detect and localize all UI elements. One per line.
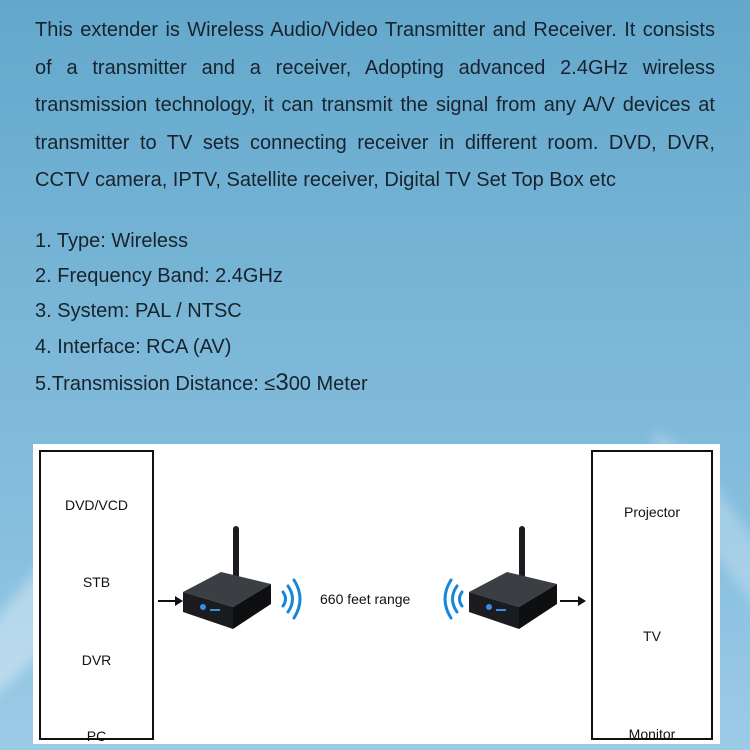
output-label-projector: Projector [623, 504, 681, 520]
spec-number: 3. [35, 300, 52, 323]
source-devices-panel: DVD/VCD STB DVR PC [39, 450, 154, 744]
wireless-signal-icon [281, 578, 302, 620]
spec-number: 5. [35, 372, 52, 395]
source-label-dvd: DVD/VCD [64, 497, 128, 513]
connection-diagram: DVD/VCD STB DVR PC Projector TV Monitor … [33, 444, 720, 744]
spec-number: 4. [35, 335, 52, 358]
spec-text: Interface: RCA (AV) [51, 335, 232, 358]
spec-item: 1. Type: Wireless [35, 224, 715, 259]
spec-text: Frequency Band: 2.4GHz [51, 265, 283, 288]
spec-item: 2. Frequency Band: 2.4GHz [35, 259, 715, 294]
source-label-dvr: DVR [81, 652, 112, 668]
output-devices-panel: Projector TV Monitor [591, 450, 713, 742]
spec-number: 1. [35, 230, 52, 252]
intro-paragraph: This extender is Wireless Audio/Video Tr… [35, 19, 715, 191]
wireless-signal-icon [443, 578, 464, 620]
spec-text: System: PAL / NTSC [51, 300, 242, 323]
transmitter-icon [183, 526, 271, 629]
spec-digit: 3 [275, 368, 289, 396]
receiver-icon [469, 526, 557, 629]
spec-number: 2. [35, 265, 52, 288]
spec-item: 3. System: PAL / NTSC [35, 294, 715, 329]
output-arrow [560, 596, 586, 606]
source-label-pc: PC [86, 728, 107, 744]
output-label-tv: TV [643, 628, 661, 644]
spec-text: Type: Wireless [51, 230, 189, 252]
source-label-stb: STB [82, 574, 111, 590]
spec-text: Transmission Distance: ≤ [51, 372, 276, 395]
output-label-monitor: Monitor [628, 726, 676, 742]
spec-item: 4. Interface: RCA (AV) [35, 330, 715, 365]
input-arrow [158, 596, 183, 606]
range-label: 660 feet range [320, 591, 411, 607]
spec-list: 1. Type: Wireless 2. Frequency Band: 2.4… [35, 224, 715, 402]
spec-item: 5.Transmission Distance: ≤300 Meter [35, 365, 715, 402]
spec-text: 00 Meter [288, 372, 368, 395]
